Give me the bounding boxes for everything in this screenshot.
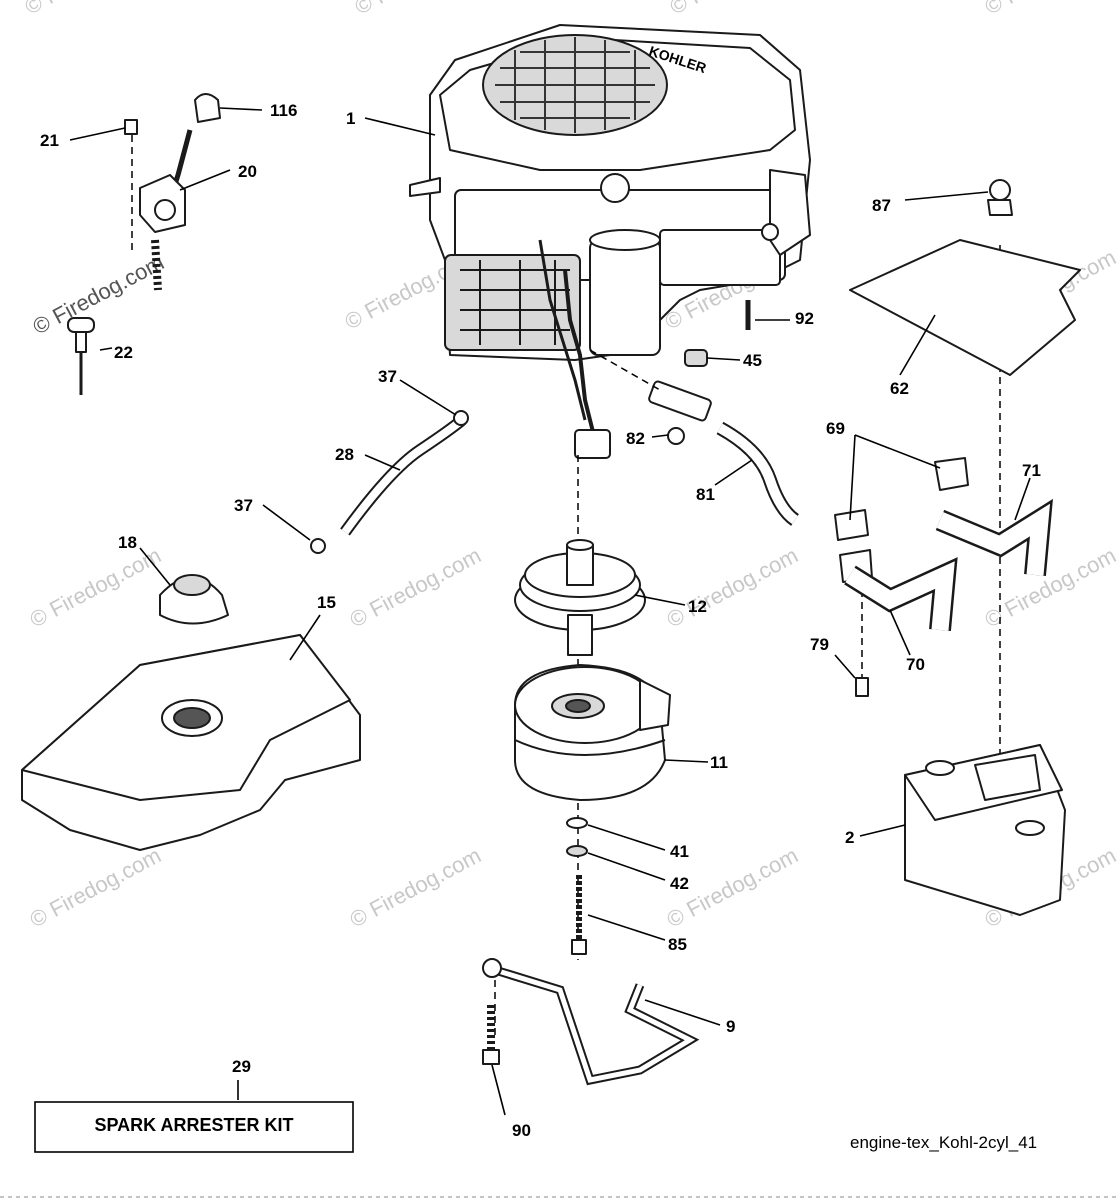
leader-lines <box>69 107 1031 1116</box>
callout-42: 42 <box>670 874 689 893</box>
engine-assembly: KOHLER <box>409 24 811 459</box>
electric-clutch <box>514 664 671 801</box>
callout-87: 87 <box>872 196 891 215</box>
callout-81: 81 <box>696 485 715 504</box>
callout-62: 62 <box>890 379 909 398</box>
watermark-2: © Firedog.com <box>351 0 490 19</box>
callout-15: 15 <box>317 593 336 612</box>
watermark-11: © Firedog.com <box>663 542 802 632</box>
callout-37-top: 37 <box>378 367 397 386</box>
exhaust-parts <box>834 457 1053 697</box>
spark-arrester-kit-label: SPARK ARRESTER KIT <box>94 1115 293 1135</box>
watermark-9: © Firedog.com <box>26 542 165 632</box>
callout-22: 22 <box>114 343 133 362</box>
callout-79: 79 <box>810 635 829 654</box>
heat-shield <box>849 179 1081 376</box>
diagram-code: engine-tex_Kohl-2cyl_41 <box>850 1133 1037 1152</box>
spark-arrester-kit-box: SPARK ARRESTER KIT <box>34 1101 354 1153</box>
callout-28: 28 <box>335 445 354 464</box>
callout-116: 116 <box>270 101 297 120</box>
callout-2: 2 <box>845 828 854 847</box>
callout-71: 71 <box>1022 461 1041 480</box>
callout-37-bottom: 37 <box>234 496 253 515</box>
callout-1: 1 <box>346 109 355 128</box>
callout-29: 29 <box>232 1057 251 1076</box>
pulley <box>514 539 646 656</box>
watermark-13: © Firedog.com <box>26 842 165 932</box>
callout-85: 85 <box>668 935 687 954</box>
watermark-10: © Firedog.com <box>346 542 485 632</box>
fuel-line-assembly <box>310 380 800 554</box>
washers-bolt <box>566 817 588 955</box>
watermark-14: © Firedog.com <box>346 842 485 932</box>
callout-82: 82 <box>626 429 645 448</box>
watermark-4: © Firedog.com <box>981 0 1120 19</box>
fuel-tank <box>21 574 361 851</box>
watermark-3: © Firedog.com <box>666 0 805 19</box>
callout-70: 70 <box>906 655 925 674</box>
callout-90: 90 <box>512 1121 531 1140</box>
callout-69: 69 <box>826 419 845 438</box>
callout-21: 21 <box>40 131 59 150</box>
callout-11: 11 <box>710 753 728 772</box>
watermark-1: © Firedog.com <box>21 0 160 19</box>
callout-12: 12 <box>688 597 707 616</box>
bracket <box>482 958 700 1086</box>
callout-41: 41 <box>670 842 689 861</box>
callout-20: 20 <box>238 162 257 181</box>
throttle-control <box>67 93 221 395</box>
callout-92: 92 <box>795 309 814 328</box>
callout-18: 18 <box>118 533 137 552</box>
watermark-5: © Firedog.com <box>29 249 168 339</box>
muffler <box>904 744 1066 916</box>
callout-45: 45 <box>743 351 762 370</box>
callout-9: 9 <box>726 1017 735 1036</box>
callouts: 1 21 116 20 22 37 28 37 18 15 12 11 41 4… <box>40 101 1041 1140</box>
